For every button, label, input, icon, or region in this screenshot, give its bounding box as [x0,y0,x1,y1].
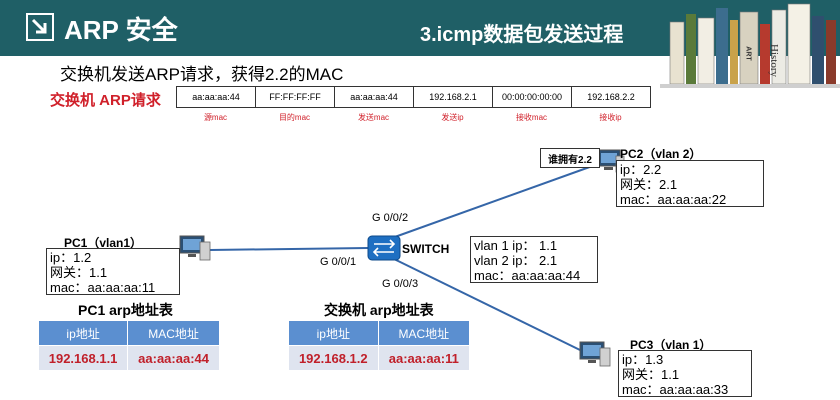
pc1-name: PC1（vlan1） [64,236,143,250]
packet-field-sender-ip: 192.168.2.1 [414,87,493,107]
packet-caption: 源mac [203,113,228,122]
table-header-ip: ip地址 [37,320,129,346]
pc1-mac: mac：aa:aa:aa:11 [50,280,156,295]
pc1-info-box: ip：1.2 网关：1.1 mac：aa:aa:aa:11 [46,248,180,295]
packet-field-captions: 源mac 目的mac 发送mac 发送ip 接收mac 接收ip [176,112,650,123]
subtitle: 交换机发送ARP请求，获得2.2的MAC [60,65,344,84]
packet-caption: 发送ip [441,113,464,122]
table-cell-mac: aa:aa:aa:11 [377,345,471,371]
arp-request-packet: aa:aa:aa:44 FF:FF:FF:FF aa:aa:aa:44 192.… [176,86,651,108]
table-header-mac: MAC地址 [377,320,471,346]
pc2-info-box: ip：2.2 网关：2.1 mac：aa:aa:aa:22 [616,160,764,207]
packet-field-dst-mac: FF:FF:FF:FF [256,87,335,107]
pc3-name: PC3（vlan 1） [630,338,712,352]
table-header-mac: MAC地址 [127,320,220,346]
pc2-name: PC2（vlan 2） [620,147,702,161]
table-row: 192.168.1.1 aa:aa:aa:44 [37,345,220,371]
pc3-info-box: ip：1.3 网关：1.1 mac：aa:aa:aa:33 [618,350,752,397]
pc2-ip: ip：2.2 [620,162,662,177]
link-switch-pc2 [391,163,599,239]
pc1-computer-icon [179,235,211,261]
port-g002: G 0/0/2 [372,212,409,224]
pc3-ip: ip：1.3 [622,352,664,367]
pc1-arp-table: ip地址 MAC地址 192.168.1.1 aa:aa:aa:44 [37,320,220,371]
switch-mac: mac：aa:aa:aa:44 [474,268,581,283]
packet-field-target-mac: 00:00:00:00:00 [493,87,572,107]
switch-arp-table-title: 交换机 arp地址表 [324,302,434,318]
pc1-gateway: 网关：1.1 [50,265,108,280]
arrow-logo-icon [26,13,54,41]
port-g001: G 0/0/1 [320,256,357,268]
table-row: 192.168.1.2 aa:aa:aa:11 [288,345,471,371]
section-title: 3.icmp数据包发送过程 [420,24,624,46]
port-g003: G 0/0/3 [382,278,419,290]
packet-caption: 目的mac [278,113,311,122]
pc3-gateway: 网关：1.1 [622,367,680,382]
packet-caption: 接收ip [599,113,622,122]
table-cell-mac: aa:aa:aa:44 [127,345,220,371]
pc3-mac: mac：aa:aa:aa:33 [622,382,729,397]
who-has-callout: 谁拥有2.2 [540,148,600,168]
switch-info-box: vlan 1 ip： 1.1 vlan 2 ip： 2.1 mac：aa:aa:… [470,236,598,283]
packet-field-src-mac: aa:aa:aa:44 [177,87,256,107]
table-header-ip: ip地址 [288,320,379,346]
page-title: ARP 安全 [64,15,178,45]
switch-vlan1-ip: vlan 1 ip： 1.1 [474,238,558,253]
pc2-mac: mac：aa:aa:aa:22 [620,192,727,207]
link-switch-pc3 [391,257,581,351]
pc1-arp-table-title: PC1 arp地址表 [78,302,173,318]
books-illustration-icon [660,3,840,88]
pc1-ip: ip：1.2 [50,250,92,265]
packet-field-target-ip: 192.168.2.2 [587,92,635,102]
packet-caption: 接收mac [515,113,548,122]
packet-field-sender-mac: aa:aa:aa:44 [335,87,414,107]
switch-vlan2-ip: vlan 2 ip： 2.1 [474,253,558,268]
packet-caption: 发送mac [357,113,390,122]
link-pc1-switch [209,247,369,251]
switch-icon [367,235,401,261]
switch-arp-table: ip地址 MAC地址 192.168.1.2 aa:aa:aa:11 [288,320,471,371]
switch-name: SWITCH [402,242,450,256]
table-cell-ip: 192.168.1.2 [288,345,379,371]
pc3-computer-icon [579,341,611,367]
arp-request-label: 交换机 ARP请求 [50,92,161,109]
table-cell-ip: 192.168.1.1 [37,345,129,371]
pc2-gateway: 网关：2.1 [620,177,678,192]
